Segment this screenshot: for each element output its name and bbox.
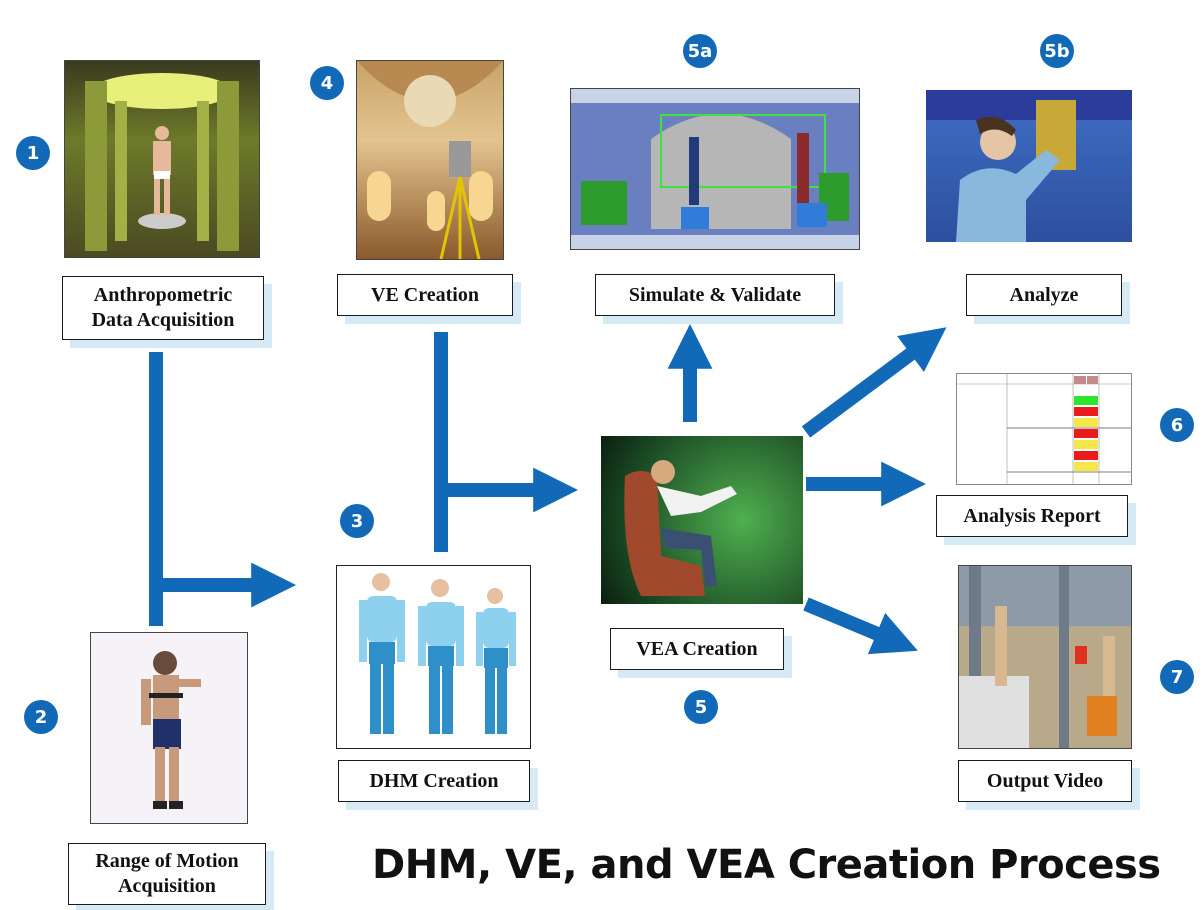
dhm-image (336, 565, 531, 749)
output-video-image (958, 565, 1132, 749)
simulate-validate-label: Simulate & Validate (595, 274, 835, 316)
diagram-title: DHM, VE, and VEA Creation Process (372, 842, 1161, 888)
step-badge-7: 7 (1160, 660, 1194, 694)
ve-creation-label: VE Creation (337, 274, 513, 316)
step-badge-2: 2 (24, 700, 58, 734)
ve-illustration (357, 61, 503, 259)
step-badge-5b: 5b (1040, 34, 1074, 68)
simulate-image (570, 88, 860, 250)
analyze-illustration (926, 90, 1132, 242)
step-badge-3: 3 (340, 504, 374, 538)
vea-illustration (624, 460, 737, 596)
vea-image (601, 436, 803, 604)
vea-creation-label: VEA Creation (610, 628, 784, 670)
arrow-to-video (803, 597, 918, 655)
analyze-label: Analyze (966, 274, 1122, 316)
range-of-motion-label: Range of Motion Acquisition (68, 843, 266, 905)
dhm-illustration (359, 573, 516, 734)
anthropometric-label: Anthropometric Data Acquisition (62, 276, 264, 340)
step-badge-4: 4 (310, 66, 344, 100)
step-badge-6: 6 (1160, 408, 1194, 442)
range-of-motion-illustration (141, 651, 201, 809)
output-video-label: Output Video (958, 760, 1132, 802)
step-badge-5: 5 (684, 690, 718, 724)
report-table-image (956, 373, 1132, 485)
dhm-creation-label: DHM Creation (338, 760, 530, 802)
step-badge-5a: 5a (683, 34, 717, 68)
simulate-illustration (571, 89, 859, 249)
ve-image (356, 60, 504, 260)
analyze-image (926, 90, 1132, 242)
arrow-to-analyze (801, 327, 947, 438)
scanner-image (64, 60, 260, 258)
step-badge-1: 1 (16, 136, 50, 170)
scanner-illustration (85, 73, 239, 251)
analysis-report-label: Analysis Report (936, 495, 1128, 537)
range-of-motion-image (90, 632, 248, 824)
output-video-illustration (959, 566, 1131, 748)
report-table-illustration (957, 374, 1131, 484)
